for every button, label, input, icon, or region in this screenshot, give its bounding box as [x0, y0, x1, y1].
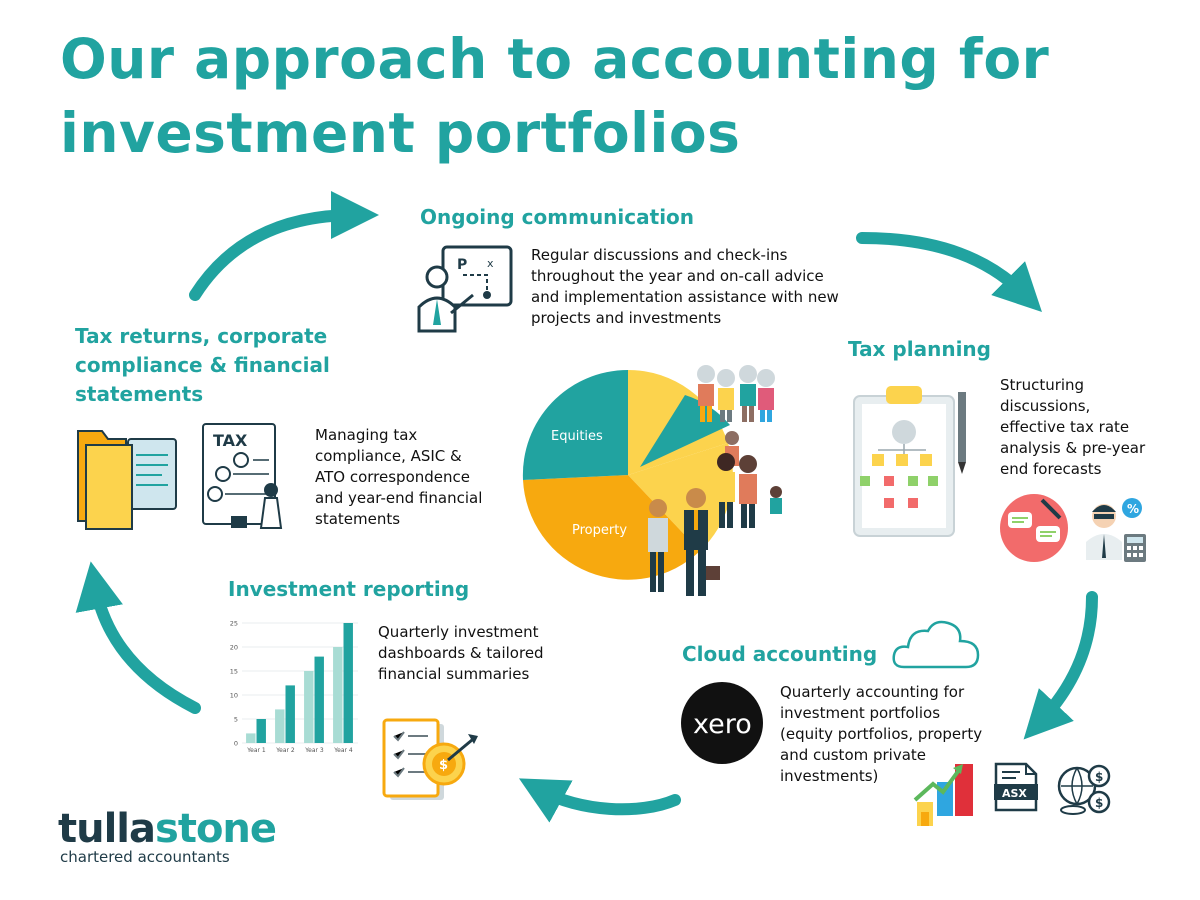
chart-bar [314, 656, 324, 743]
chart-bar [246, 733, 256, 743]
tax-returns-body: Managing tax compliance, ASIC & ATO corr… [315, 426, 483, 528]
clipboard-flowchart-icon [853, 386, 966, 537]
pie-label-property: Property [572, 523, 627, 538]
arrow-to-tax-planning [856, 232, 1042, 312]
growth-chart-buildings-icon [913, 764, 973, 826]
chart-bar [275, 709, 285, 743]
asx-document-icon: ASX [994, 762, 1038, 812]
arrow-to-tax-returns [75, 561, 201, 714]
chart-ytick-label: 5 [234, 716, 238, 724]
svg-text:x: x [487, 257, 494, 270]
cloud-icon [892, 620, 980, 669]
people-illustration [648, 365, 782, 596]
globe-coins-icon: $ $ [1057, 764, 1111, 815]
accountant-calculator-icon: % [1086, 498, 1146, 562]
arrow-to-communication [189, 191, 379, 301]
cloud-heading: Cloud accounting [682, 642, 878, 666]
svg-text:%: % [1127, 502, 1139, 516]
elderly-couple-figures [697, 365, 775, 422]
chart-ytick-label: 20 [230, 644, 238, 652]
target-checklist-icon: $ [382, 718, 478, 800]
chart-ytick-label: 25 [230, 620, 238, 628]
communication-heading: Ongoing communication [420, 205, 695, 229]
cloud-body: Quarterly accounting for investment port… [780, 683, 983, 785]
tax-document-icon: TAX [202, 423, 283, 529]
logo-word-accent: stone [155, 806, 277, 852]
tax-doc-label: TAX [213, 431, 248, 450]
business-people-figures [648, 488, 720, 596]
chart-bar [304, 671, 314, 743]
chart-ytick-label: 0 [234, 740, 238, 748]
arrow-to-cloud [1023, 591, 1098, 740]
pie-label-equities: Equities [551, 429, 603, 444]
svg-text:$: $ [1095, 796, 1103, 810]
chart-xtick-label: Year 2 [275, 747, 295, 754]
discussion-icon [1000, 494, 1068, 562]
chart-bar [285, 685, 295, 743]
pie-slice-equities [522, 369, 628, 480]
family-figures [717, 431, 782, 528]
reporting-heading: Investment reporting [228, 577, 470, 601]
reporting-body: Quarterly investment dashboards & tailor… [378, 623, 544, 683]
tax-planning-body: Structuring discussions, effective tax r… [1000, 376, 1146, 478]
logo-word-main: tulla [58, 806, 156, 852]
chart-bar [333, 647, 343, 743]
chart-ytick-label: 10 [230, 692, 238, 700]
svg-text:$: $ [439, 758, 448, 773]
chart-xtick-label: Year 3 [304, 747, 324, 754]
chart-xtick-label: Year 1 [246, 747, 266, 754]
logo-tagline: chartered accountants [60, 848, 230, 866]
chart-ytick-label: 15 [230, 668, 238, 676]
page-title: Our approach to accounting for investmen… [60, 27, 1050, 165]
arrow-to-reporting [518, 778, 681, 823]
chart-xtick-label: Year 4 [333, 747, 353, 754]
xero-logo-label: xero [693, 709, 752, 740]
asx-label: ASX [1002, 787, 1027, 800]
presenter-board-icon: P x [417, 245, 513, 333]
svg-text:P: P [457, 257, 467, 273]
communication-body: Regular discussions and check-ins throug… [531, 246, 839, 327]
company-logo: tullastone [58, 806, 277, 852]
chart-bar [256, 719, 266, 743]
xero-logo: xero [681, 682, 763, 764]
svg-text:$: $ [1095, 770, 1103, 784]
chart-bar [343, 623, 353, 743]
folder-documents-icon [77, 430, 177, 530]
tax-planning-heading: Tax planning [848, 337, 991, 361]
tax-returns-heading: Tax returns, corporate compliance & fina… [75, 324, 330, 406]
